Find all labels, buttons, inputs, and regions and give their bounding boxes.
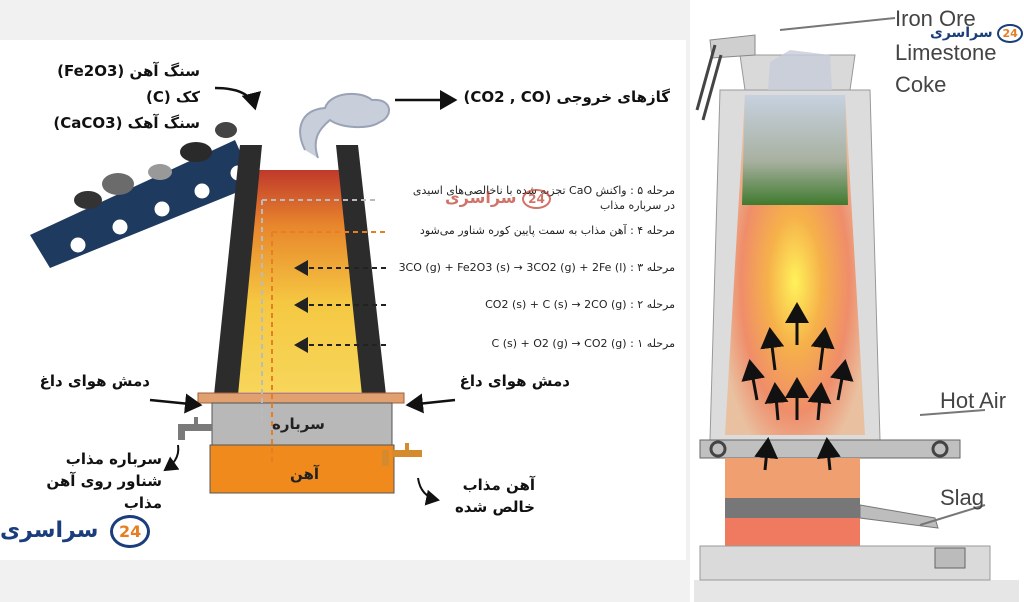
conveyor-belt xyxy=(30,140,255,268)
step1-text: مرحله ۱ : C (s) + O2 (g) → CO2 (g) xyxy=(390,337,675,350)
step1-stage: مرحله ۱ : xyxy=(630,337,675,350)
raw-material-rocks xyxy=(74,122,237,209)
step1-desc: C (s) + O2 (g) → CO2 (g) xyxy=(491,337,627,350)
step4-text: مرحله ۴ : آهن مذاب به سمت پایین کوره شنا… xyxy=(390,224,675,237)
watermark-logo-top-right: سراسری 24 xyxy=(930,24,1023,43)
iron-tap-faucet xyxy=(382,443,422,466)
step3-text: مرحله ۳ : 3CO (g) + Fe2O3 (s) → 3CO2 (g)… xyxy=(390,261,675,274)
coke-label: کک (C) xyxy=(145,88,200,106)
exhaust-gases-label: گازهای خروجی (CO2 , CO) xyxy=(463,88,671,106)
watermark-number: 24 xyxy=(110,515,151,548)
feed-arrow xyxy=(214,86,262,111)
step2-desc: CO2 (s) + C (s) → 2CO (g) xyxy=(485,298,627,311)
right-slag-label: Slag xyxy=(940,485,985,510)
watermark-number-center: 24 xyxy=(522,189,551,209)
step3-stage: مرحله ۳ : xyxy=(630,261,675,274)
step4-stage: مرحله ۴ : xyxy=(630,224,675,237)
right-hot-air-label: Hot Air xyxy=(940,388,1007,413)
watermark-logo-bottom-left: سراسری 24 xyxy=(0,515,151,548)
slag-tap-arrow xyxy=(163,444,180,472)
furnace-interior xyxy=(230,170,372,392)
air-left-arrow xyxy=(149,393,203,414)
watermark-brand: سراسری xyxy=(0,518,99,543)
air-right-arrow xyxy=(405,393,456,414)
step4-desc: آهن مذاب به سمت پایین کوره شناور می‌شود xyxy=(419,224,627,237)
watermark-logo-center: سراسری 24 xyxy=(445,188,551,209)
iron-layer-label: آهن xyxy=(290,465,320,483)
right-iron-ore-label: Iron Ore xyxy=(895,6,976,31)
iron-tap-label: آهن مذاب خالص شده xyxy=(454,476,535,516)
hot-air-left-label: دمش هوای داغ xyxy=(39,372,150,390)
slag-tap-label: سرباره مذاب شناور روی آهن مذاب xyxy=(46,450,162,512)
limestone-label: سنگ آهک (CaCO3) xyxy=(53,114,200,132)
iron-ore-label: سنگ آهن (Fe2O3) xyxy=(57,62,200,80)
step5-stage: مرحله ۵ : xyxy=(630,184,675,197)
heat-arrows xyxy=(741,302,854,471)
furnace-wall-left xyxy=(214,145,262,395)
slag-layer-label: سرباره xyxy=(272,415,325,433)
exhaust-smoke xyxy=(299,92,390,159)
right-limestone-label: Limestone xyxy=(895,40,997,65)
step2-stage: مرحله ۲ : xyxy=(630,298,675,311)
right-furnace xyxy=(694,17,1019,602)
watermark-number-right: 24 xyxy=(997,24,1023,43)
watermark-brand-center: سراسری xyxy=(445,188,517,207)
iron-layer xyxy=(209,444,395,494)
iron-tap-arrow xyxy=(417,477,440,506)
hot-air-right-label: دمش هوای داغ xyxy=(459,372,570,390)
furnace-wall-right xyxy=(336,145,386,395)
slag-layer xyxy=(211,402,393,446)
furnace-base-plate xyxy=(197,392,405,404)
slag-tap-faucet xyxy=(178,417,212,440)
right-coke-label: Coke xyxy=(895,72,947,97)
watermark-brand-right: سراسری xyxy=(930,25,993,41)
step2-text: مرحله ۲ : CO2 (s) + C (s) → 2CO (g) xyxy=(390,298,675,311)
step3-desc: 3CO (g) + Fe2O3 (s) → 3CO2 (g) + 2Fe (l) xyxy=(398,261,627,274)
